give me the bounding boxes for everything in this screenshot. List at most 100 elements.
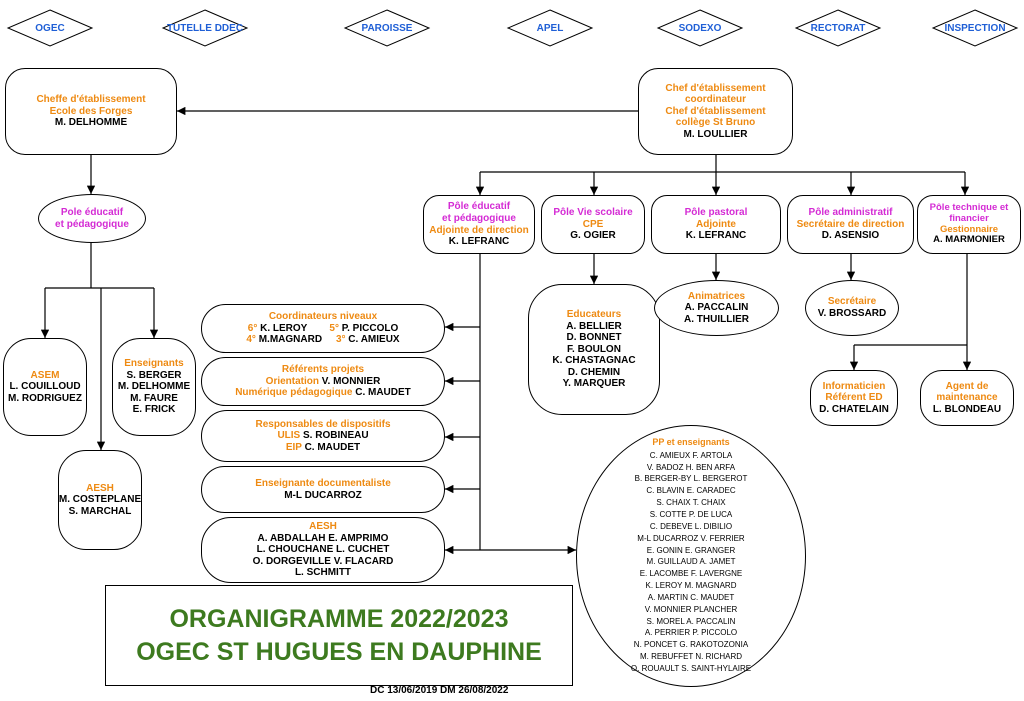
- diamond-apel: APEL: [536, 22, 564, 34]
- aesh-college-name: A. ABDALLAH E. AMPRIMO: [257, 532, 389, 544]
- referent-name: V. MONNIER: [321, 375, 381, 387]
- informaticien-line-2: Référent ED: [825, 392, 883, 404]
- title-line-1: ORGANIGRAMME 2022/2023: [169, 604, 509, 633]
- pp-name: M-L DUCARROZ V. FERRIER: [637, 533, 745, 543]
- diamond-paroisse: PAROISSE: [361, 22, 413, 34]
- cheffe-name: M. DELHOMME: [54, 117, 128, 129]
- agent-line-2: maintenance: [936, 392, 998, 404]
- pp-title: PP et enseignants: [652, 437, 730, 448]
- pole-admin-line-2: Secrétaire de direction: [796, 218, 905, 230]
- coord-row-2: 4° M.MAGNARD 3° C. AMIEUX: [246, 334, 399, 346]
- referent-label: Numérique pédagogique: [235, 387, 353, 399]
- pole-tech-line-3: Gestionnaire: [939, 223, 999, 235]
- coordinateurs-box: Coordinateurs niveaux 6° K. LEROY 5° P. …: [201, 304, 445, 353]
- diamond-shape: [6, 9, 94, 47]
- doc-title: Enseignante documentaliste: [255, 477, 391, 489]
- diamond-shape: [794, 9, 882, 47]
- pp-enseignants-box: PP et enseignants C. AMIEUX F. ARTOLA V.…: [576, 425, 806, 687]
- educateur-name: A. BELLIER: [566, 320, 622, 332]
- chef-line-2: coordinateur: [684, 94, 747, 106]
- chef-line-3: Chef d'établissement: [665, 105, 766, 117]
- coord-level: 3°: [335, 334, 346, 346]
- diamond-shape: [161, 9, 249, 47]
- pp-name: A. PERRIER P. PICCOLO: [644, 628, 738, 638]
- coord-row-1: 6° K. LEROY 5° P. PICCOLO: [248, 323, 398, 335]
- pole-vie-line-2: CPE: [582, 218, 604, 230]
- diamond-tutelle: TUTELLE DDEC: [166, 22, 244, 34]
- pp-name: O. ROUAULT S. SAINT-HYLAIRE: [630, 663, 752, 673]
- documentaliste-box: Enseignante documentaliste M-L DUCARROZ: [201, 466, 445, 513]
- enseignant-name: S. BERGER: [126, 369, 182, 381]
- pole-admin-name: D. ASENSIO: [821, 230, 880, 242]
- dispositif-label: ULIS: [277, 430, 301, 442]
- aesh-college-title: AESH: [309, 521, 337, 533]
- pole-vie-line-1: Pôle Vie scolaire: [553, 207, 633, 219]
- cheffe-title-2: Ecole des Forges: [49, 105, 133, 117]
- chef-line-1: Chef d'établissement: [665, 82, 766, 94]
- pp-name: K. LEROY M. MAGNARD: [645, 581, 737, 591]
- pp-name: S. MOREL A. PACCALIN: [646, 616, 736, 626]
- pp-name: V. MONNIER PLANCHER: [644, 604, 738, 614]
- pole-technique: Pôle technique et financier Gestionnaire…: [917, 195, 1021, 254]
- dispositifs-box: Responsables de dispositifs ULIS S. ROBI…: [201, 410, 445, 462]
- chef-name: M. LOULLIER: [683, 128, 748, 140]
- coord-level: 5°: [329, 322, 339, 334]
- pole-tech-line-2: financier: [949, 212, 989, 224]
- referent-name: C. MAUDET: [355, 387, 411, 399]
- pole-edu-name: K. LEFRANC: [448, 236, 510, 248]
- aesh-ecole-title: AESH: [86, 482, 114, 494]
- dispositifs-title: Responsables de dispositifs: [255, 418, 391, 430]
- educateur-name: D. CHEMIN: [567, 366, 621, 378]
- pole-pastoral-name: K. LEFRANC: [685, 230, 747, 242]
- coord-name: C. AMIEUX: [348, 334, 400, 346]
- pp-name: A. MARTIN C. MAUDET: [647, 592, 735, 602]
- cheffe-etablissement-box: Cheffe d'établissement Ecole des Forges …: [5, 68, 177, 155]
- dispositifs-row-1: ULIS S. ROBINEAU: [277, 430, 368, 442]
- coord-name: K. LEROY: [260, 322, 308, 334]
- pp-name: N. PONCET G. RAKOTOZONIA: [633, 640, 749, 650]
- pp-name: S. COTTE P. DE LUCA: [649, 510, 733, 519]
- title-line-2: OGEC ST HUGUES EN DAUPHINE: [136, 637, 542, 666]
- informaticien-line-1: Informaticien: [822, 380, 886, 392]
- aesh-college-box: AESH A. ABDALLAH E. AMPRIMO L. CHOUCHANE…: [201, 517, 445, 583]
- pp-name: S. CHAIX T. CHAIX: [656, 498, 726, 508]
- pp-name: B. BERGER-BY L. BERGEROT: [634, 474, 748, 484]
- pole-pastoral: Pôle pastoral Adjointe K. LEFRANC: [651, 195, 781, 254]
- secretaire-box: Secrétaire V. BROSSARD: [805, 280, 899, 336]
- agent-line-1: Agent de: [945, 380, 989, 392]
- diamond-shape: [343, 9, 431, 47]
- animatrices-title: Animatrices: [687, 290, 746, 302]
- cheffe-title-1: Cheffe d'établissement: [36, 94, 146, 106]
- diamond-shape: [506, 9, 594, 47]
- doc-name: M-L DUCARROZ: [284, 489, 362, 501]
- pole-educatif-ecole: Pole éducatif et pédagogique: [38, 194, 146, 243]
- pole-ecole-line-1: Pole éducatif: [60, 206, 124, 218]
- enseignants-box: Enseignants S. BERGER M. DELHOMME M. FAU…: [112, 338, 196, 436]
- diamond-ogec: OGEC: [35, 22, 65, 34]
- educateur-name: D. BONNET: [566, 332, 622, 344]
- educateurs-title: Educateurs: [566, 308, 622, 320]
- asem-name: M. RODRIGUEZ: [8, 392, 82, 404]
- animatrices-box: Animatrices A. PACCALIN A. THUILLIER: [654, 280, 779, 336]
- diamond-shape: [656, 9, 744, 47]
- pole-admin-line-1: Pôle administratif: [808, 207, 893, 219]
- agent-maintenance-box: Agent de maintenance L. BLONDEAU: [920, 370, 1014, 426]
- coord-title: Coordinateurs niveaux: [268, 311, 378, 323]
- educateur-name: K. CHASTAGNAC: [552, 355, 636, 367]
- pole-educatif-college: Pôle éducatif et pédagogique Adjointe de…: [423, 195, 535, 254]
- chef-etablissement-box: Chef d'établissement coordinateur Chef d…: [638, 68, 793, 155]
- coord-level: 4°: [246, 334, 256, 346]
- enseignant-name: E. FRICK: [132, 404, 176, 416]
- enseignant-name: M. FAURE: [130, 392, 178, 404]
- referents-box: Référents projets Orientation V. MONNIER…: [201, 357, 445, 406]
- pole-pastoral-line-2: Adjointe: [696, 218, 736, 230]
- aesh-college-name: L. CHOUCHANE L. CUCHET: [256, 544, 390, 556]
- dispositif-label: EIP: [285, 441, 302, 453]
- educateur-name: F. BOULON: [567, 343, 621, 355]
- aesh-college-name: L. SCHMITT: [294, 567, 352, 579]
- referents-title: Référents projets: [281, 364, 365, 376]
- enseignant-name: M. DELHOMME: [117, 381, 191, 393]
- diamond-inspection: INSPECTION: [944, 22, 1006, 34]
